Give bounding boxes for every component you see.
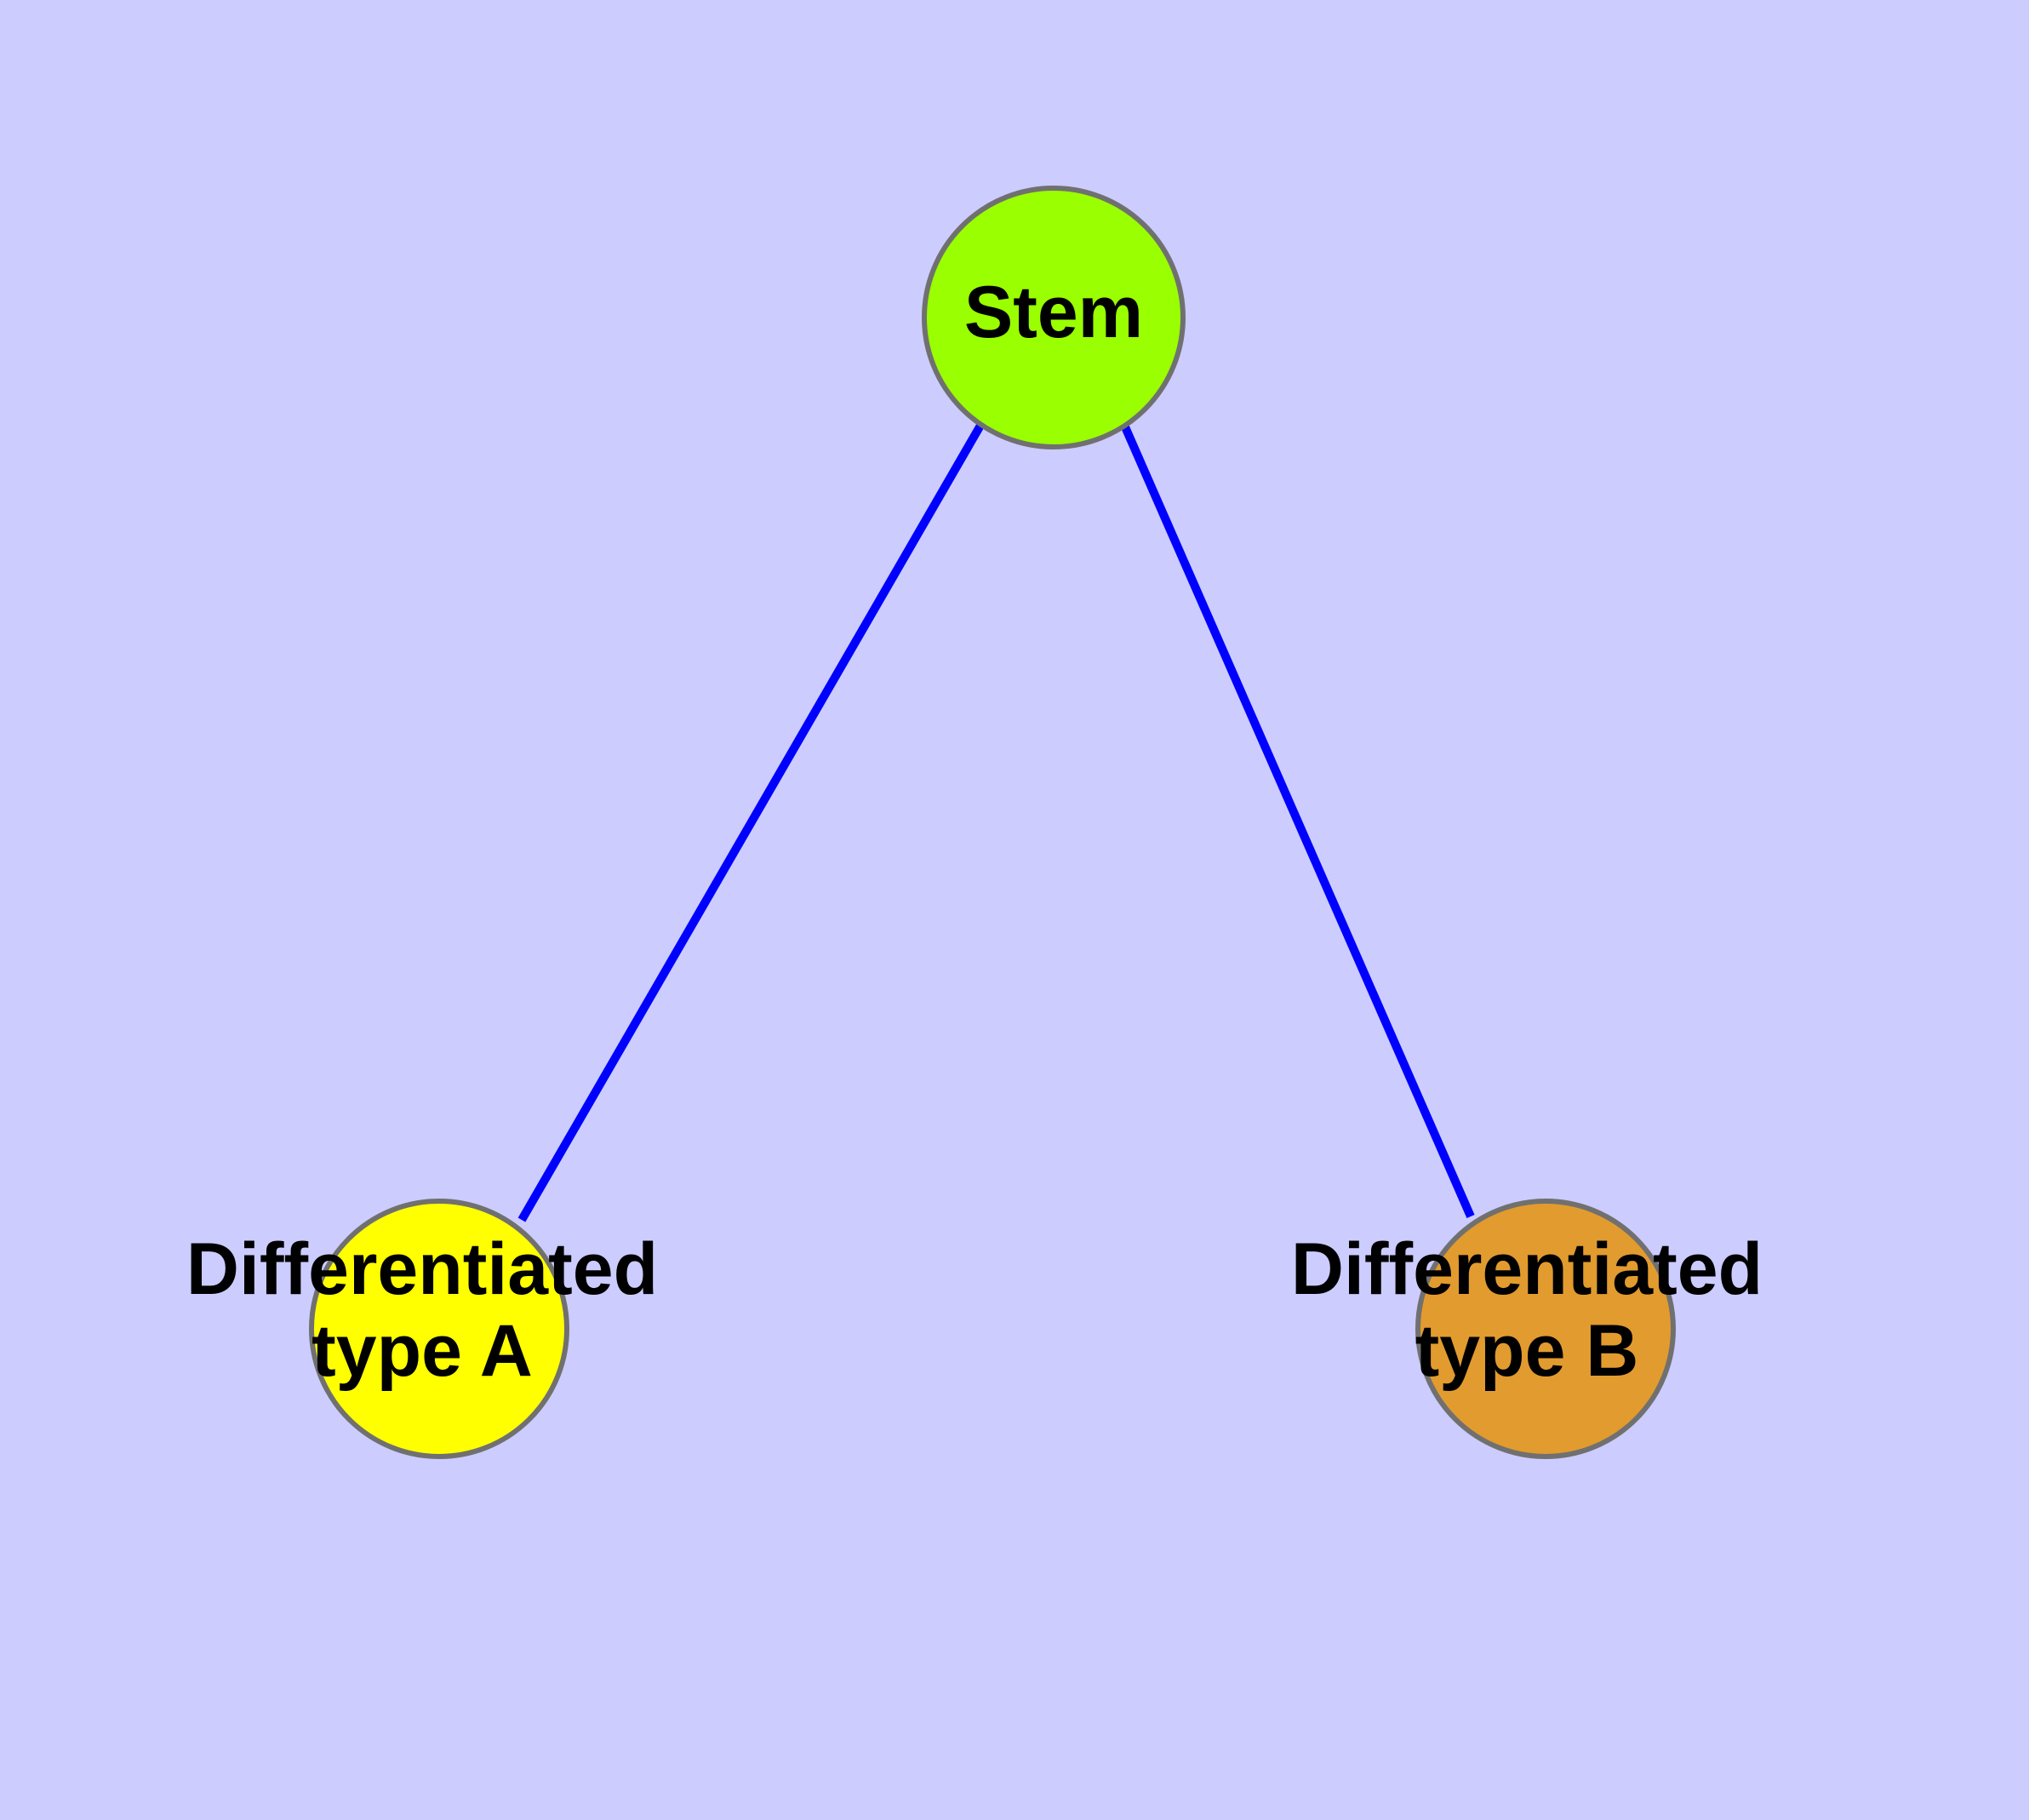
label-line: Differentiated (1291, 1228, 1763, 1310)
node-stem-label: Stem (964, 272, 1143, 353)
edge-stem-to-differentiated-type-a[interactable] (517, 421, 986, 1222)
node-differentiated-type-a-circle[interactable] (309, 1199, 569, 1459)
edge-layer (517, 421, 1475, 1222)
label-line: Differentiated (186, 1228, 658, 1310)
edge-stem-to-differentiated-type-b[interactable] (1119, 421, 1475, 1219)
label-line: Stem (964, 272, 1143, 353)
node-stem-circle[interactable] (922, 186, 1186, 449)
label-line: type B (1415, 1310, 1639, 1392)
node-differentiated-type-b-circle[interactable] (1415, 1199, 1676, 1459)
node-layer (309, 186, 1676, 1459)
label-line: type A (311, 1310, 533, 1392)
